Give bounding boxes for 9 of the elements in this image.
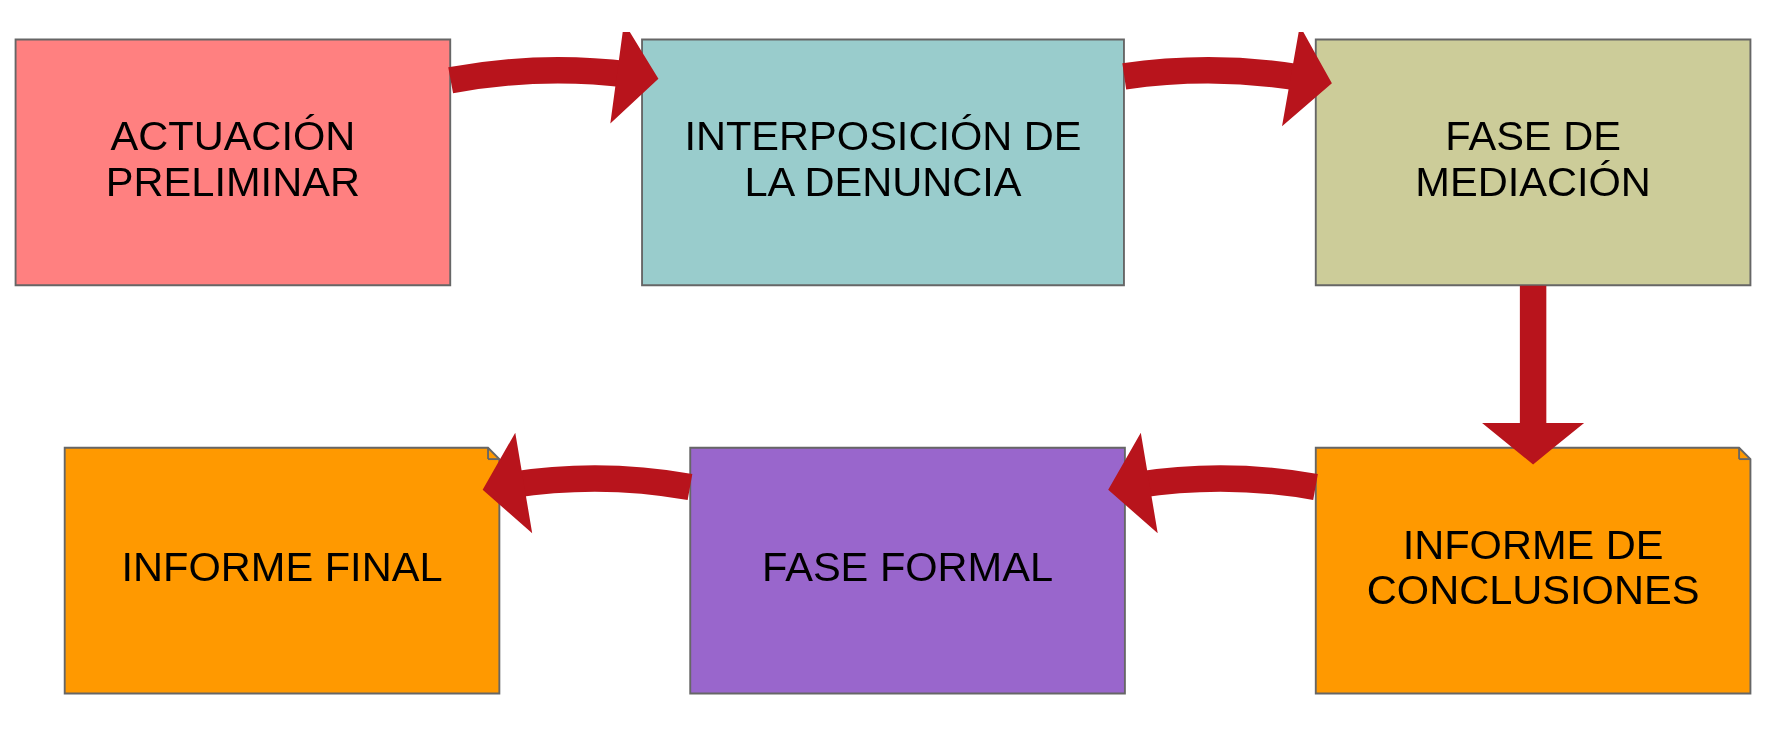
- node-box: FASE DE MEDIACIÓN: [1314, 38, 1752, 286]
- node-box: INTERPOSICIÓN DE LA DENUNCIA: [641, 38, 1125, 286]
- arrow: [1122, 31, 1332, 126]
- arrow: [448, 31, 659, 124]
- arrow: [482, 432, 693, 533]
- node-box: ACTUACIÓN PRELIMINAR: [14, 38, 452, 286]
- arrow: [1108, 432, 1318, 533]
- arrow: [1482, 285, 1585, 465]
- node-box: FASE FORMAL: [689, 446, 1126, 694]
